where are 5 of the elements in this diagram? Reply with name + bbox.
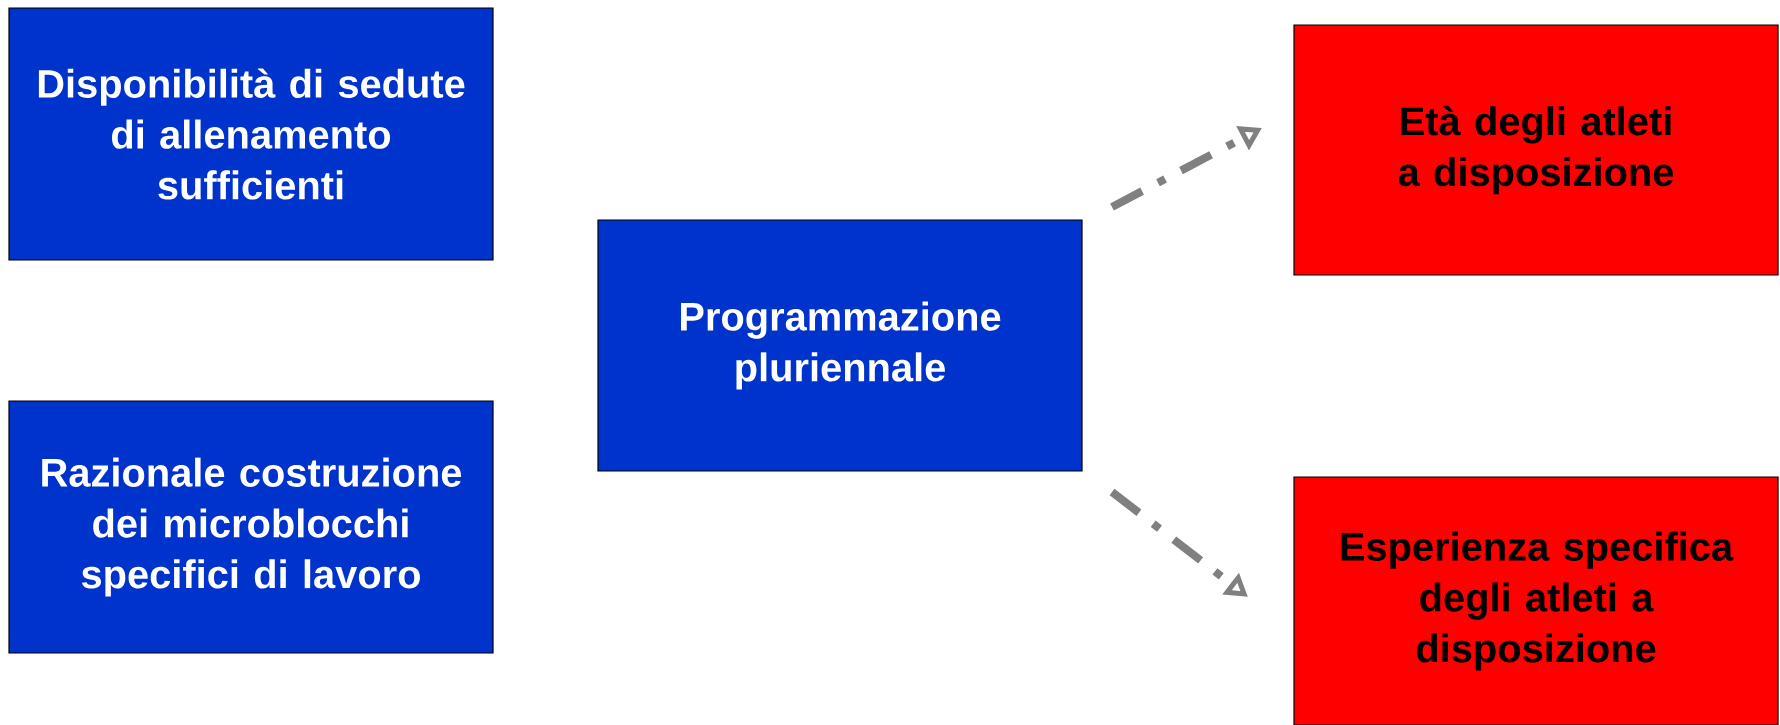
- process-box: Programmazione pluriennale: [597, 219, 1083, 472]
- process-box: Esperienza specifica degli atleti a disposizione: [1293, 476, 1779, 725]
- process-box: Disponibilità di sedute di allenamento sufficienti: [8, 7, 494, 261]
- process-box: Razionale costruzione dei microblocchi specifici di lavoro: [8, 400, 494, 654]
- process-box: Età degli atleti a disposizione: [1293, 24, 1779, 276]
